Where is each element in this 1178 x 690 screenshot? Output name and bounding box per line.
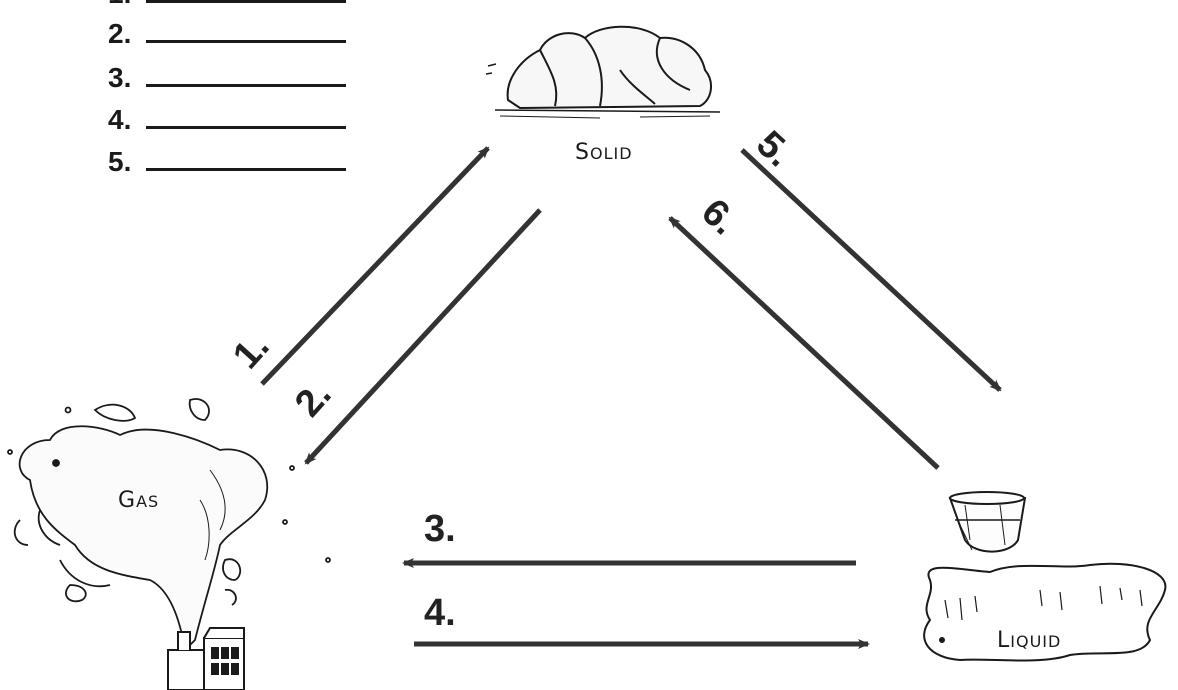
arrow-1-gas-to-solid	[260, 146, 490, 386]
answer-blank-1[interactable]: 1.	[108, 0, 346, 10]
answer-line[interactable]	[146, 0, 346, 3]
gas-label-rest: AS	[136, 492, 160, 511]
gas-label-initial: G	[118, 488, 137, 513]
gas-cloud-icon	[7, 398, 331, 652]
answer-line[interactable]	[146, 62, 346, 87]
factory-icon	[167, 627, 245, 690]
gas-label: GAS	[118, 488, 159, 513]
rock-icon	[485, 25, 721, 119]
answer-number: 4.	[108, 104, 132, 135]
answer-line[interactable]	[146, 104, 346, 129]
answer-number: 5.	[108, 146, 132, 177]
answer-number: 2.	[108, 18, 132, 49]
arrow-label-4: 4.	[424, 592, 456, 634]
liquid-label: LIQUID	[997, 628, 1061, 653]
answer-number: 1.	[108, 0, 144, 10]
liquid-label-initial: L	[997, 628, 1011, 653]
solid-label-rest: OLID	[589, 144, 633, 163]
puddle-icon	[923, 562, 1167, 662]
solid-label-initial: S	[575, 140, 590, 165]
arrow-6-liquid-to-solid	[668, 216, 940, 470]
arrow-label-3: 3.	[424, 508, 456, 550]
cup-icon	[948, 491, 1027, 553]
solid-label: SOLID	[575, 140, 633, 165]
answer-blank-4[interactable]: 4.	[108, 104, 346, 136]
answer-blank-2[interactable]: 2.	[108, 18, 346, 50]
arrow-2-solid-to-gas	[304, 208, 542, 465]
answer-number: 3.	[108, 62, 132, 93]
answer-line[interactable]	[146, 146, 346, 171]
answer-blank-5[interactable]: 5.	[108, 146, 346, 178]
answer-line[interactable]	[146, 18, 346, 43]
arrow-5-solid-to-liquid	[740, 148, 1002, 392]
answer-blank-3[interactable]: 3.	[108, 62, 346, 94]
liquid-label-rest: IQUID	[1010, 632, 1062, 651]
